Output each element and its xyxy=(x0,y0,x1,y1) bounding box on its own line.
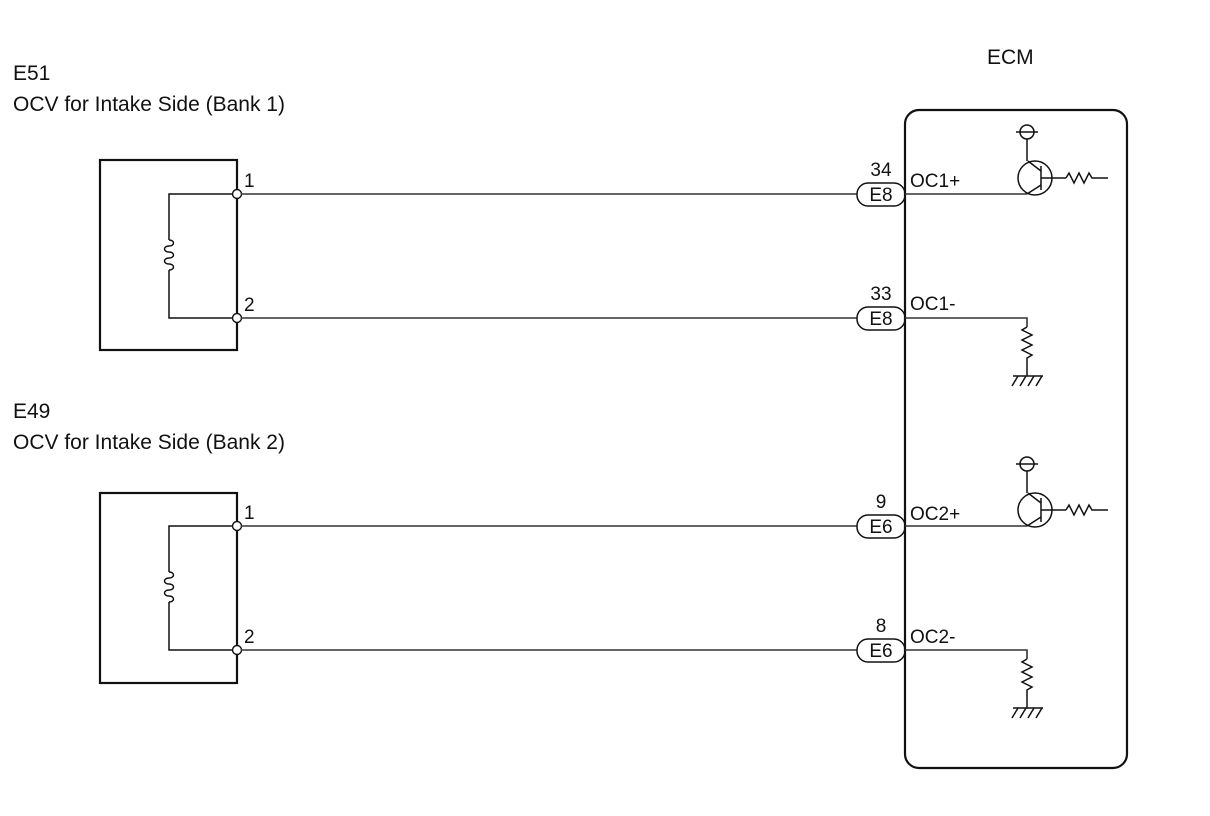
solenoid-coil-icon xyxy=(163,571,175,603)
resistor-icon xyxy=(1020,326,1034,372)
bank1-base-resistor xyxy=(1065,171,1108,185)
bank1-section: E51 OCV for Intake Side (Bank 1) 1 2 E8 … xyxy=(13,62,1108,387)
bank1-bottom-internal-wire xyxy=(905,317,1028,327)
bank2-ground-hatch-3 xyxy=(1027,707,1035,719)
bank1-bottom-connector-id: E8 xyxy=(869,309,892,330)
bank2-base-resistor xyxy=(1065,503,1108,517)
bank2-coil-lead-bottom xyxy=(168,602,237,651)
bank2-ground-hatch-2 xyxy=(1019,707,1027,719)
bank2-pin1-node xyxy=(231,520,243,532)
bank2-ocv-component: 1 2 xyxy=(98,491,255,685)
ground-icon xyxy=(1011,372,1043,387)
bank2-component-id: E49 xyxy=(13,400,50,423)
bank2-ground-hatch-1 xyxy=(1011,707,1019,719)
bank1-top-pin-number: 34 xyxy=(870,160,892,181)
bank1-pulldown-resistor xyxy=(1020,326,1034,372)
bank1-ground-hatch-4 xyxy=(1035,375,1043,387)
ecm-block: ECM xyxy=(903,46,1129,770)
bank2-transistor-emitter xyxy=(1026,516,1042,527)
bank1-component-name: OCV for Intake Side (Bank 1) xyxy=(13,93,285,116)
bank1-transistor-emitter xyxy=(1026,184,1042,195)
bank1-ocv-component: 1 2 xyxy=(98,158,255,352)
bank2-coil-lead-top xyxy=(168,525,237,572)
bank1-pin1-label: 1 xyxy=(244,171,255,192)
power-supply-icon xyxy=(1016,456,1038,472)
bank2-coil-winding xyxy=(163,571,175,603)
power-supply-icon xyxy=(1016,124,1038,140)
bank1-pin1-node xyxy=(231,188,243,200)
bank1-bottom-pin-number: 33 xyxy=(870,284,891,305)
bank1-top-terminal: OC1+ xyxy=(910,171,960,192)
bank2-pin2-node xyxy=(231,644,243,656)
bank1-component-id: E51 xyxy=(13,62,50,85)
bank2-component-name: OCV for Intake Side (Bank 2) xyxy=(13,431,285,454)
ground-icon xyxy=(1011,704,1043,719)
bank2-bottom-pin-number: 8 xyxy=(876,616,887,637)
bank2-pulldown-resistor xyxy=(1020,658,1034,704)
bank1-coil-winding xyxy=(163,239,175,271)
bank1-bottom-terminal: OC1- xyxy=(910,294,955,315)
bank1-pin2-label: 2 xyxy=(244,295,255,316)
bank1-ocv-box xyxy=(98,158,239,352)
transistor-icon xyxy=(1017,471,1108,528)
bank1-coil-lead-top xyxy=(168,193,237,240)
bank1-ground-hatch-2 xyxy=(1019,375,1027,387)
bank2-section: E49 OCV for Intake Side (Bank 2) 1 2 E6 … xyxy=(13,400,1108,719)
bank2-bottom-terminal: OC2- xyxy=(910,627,955,648)
solenoid-coil-icon xyxy=(163,239,175,271)
bank2-top-connector-id: E6 xyxy=(869,517,892,538)
resistor-icon xyxy=(1020,658,1034,704)
bank2-top-pin-number: 9 xyxy=(876,492,887,513)
bank1-transistor-collector xyxy=(1027,160,1042,172)
ecm-box xyxy=(903,108,1129,770)
bank2-pin1-label: 1 xyxy=(244,503,255,524)
bank1-ground-hatch-1 xyxy=(1011,375,1019,387)
bank2-transistor-collector xyxy=(1027,492,1042,504)
bank2-top-terminal: OC2+ xyxy=(910,504,960,525)
bank2-ground-hatch-4 xyxy=(1035,707,1043,719)
bank2-bottom-connector: E6 8 xyxy=(856,616,906,663)
bank2-bottom-connector-id: E6 xyxy=(869,641,892,662)
transistor-icon xyxy=(1017,139,1108,196)
bank1-pin2-node xyxy=(231,312,243,324)
bank2-bottom-internal-wire xyxy=(905,649,1028,659)
bank2-ocv-box xyxy=(98,491,239,685)
bank1-bottom-connector: E8 33 xyxy=(856,284,906,331)
ecm-title: ECM xyxy=(987,46,1034,69)
bank2-pin2-label: 2 xyxy=(244,627,255,648)
bank1-coil-lead-bottom xyxy=(168,270,237,319)
bank1-ground-hatch-3 xyxy=(1027,375,1035,387)
bank1-top-connector-id: E8 xyxy=(869,185,892,206)
bank2-top-connector: E6 9 xyxy=(856,492,906,539)
bank1-top-connector: E8 34 xyxy=(856,160,906,207)
